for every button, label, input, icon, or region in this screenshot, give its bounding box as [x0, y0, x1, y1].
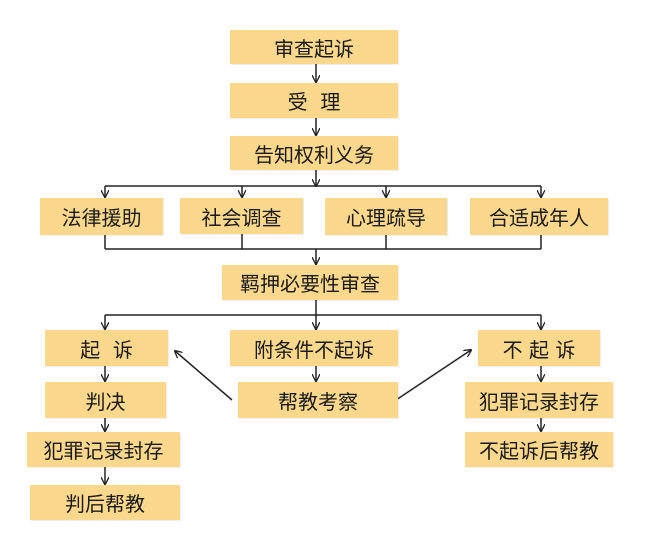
node-adult: 合适成年人: [470, 198, 608, 235]
node-post-judgment: 判后帮教: [30, 485, 180, 520]
node-accept: 受 理: [230, 83, 398, 118]
node-counseling: 心理疏导: [325, 198, 447, 235]
node-seal-left: 犯罪记录封存: [27, 432, 180, 467]
node-not-prosecute: 不 起 诉: [478, 330, 600, 366]
node-seal-right: 犯罪记录封存: [465, 382, 613, 418]
node-judgment: 判决: [45, 382, 166, 418]
node-post-nonprosecution: 不起诉后帮教: [465, 432, 613, 467]
node-review: 审查起诉: [230, 30, 398, 64]
node-detention-review: 羁押必要性审查: [222, 265, 398, 300]
node-inform: 告知权利义务: [230, 136, 398, 170]
node-probation: 帮教考察: [238, 382, 398, 418]
arrow-probation-prosecute: [175, 351, 233, 401]
node-social-survey: 社会调查: [180, 198, 303, 234]
node-prosecute: 起 诉: [45, 330, 168, 366]
node-conditional: 附条件不起诉: [230, 330, 398, 366]
node-legal-aid: 法律援助: [40, 198, 163, 235]
arrow-probation-not-prosecute: [395, 350, 471, 401]
